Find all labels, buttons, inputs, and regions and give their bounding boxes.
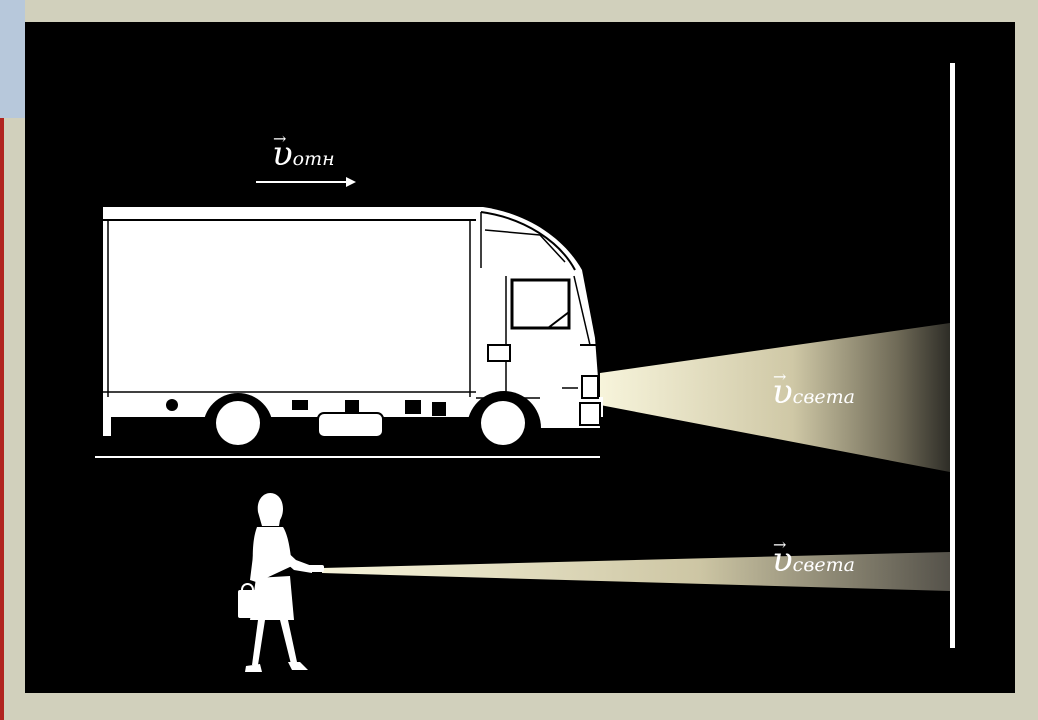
- truck-rear-wheel: [209, 394, 267, 452]
- truck-cab-window: [512, 280, 569, 328]
- vector-arrow-icon: →: [773, 369, 784, 385]
- relative-velocity-arrow: [256, 177, 356, 187]
- velocity-subscript: света: [793, 554, 855, 576]
- truck-cargo-box: [103, 207, 476, 397]
- velocity-subscript: отн: [293, 148, 335, 170]
- vector-arrow-icon: →: [273, 131, 284, 147]
- vector-arrow-icon: →: [773, 537, 784, 553]
- truck-front-wheel: [473, 393, 533, 453]
- screen-wall-line: [950, 63, 955, 648]
- relative-velocity-label: → υотн: [272, 137, 335, 171]
- woman-with-flashlight: [238, 493, 324, 672]
- velocity-subscript: света: [793, 386, 855, 408]
- truck-beam-light-speed-label: → υсвета: [772, 375, 855, 409]
- flashlight-beam: [322, 552, 950, 591]
- flashlight-beam-light-speed-label: → υсвета: [772, 543, 855, 577]
- truck: [103, 207, 603, 453]
- flashlight: [308, 565, 324, 572]
